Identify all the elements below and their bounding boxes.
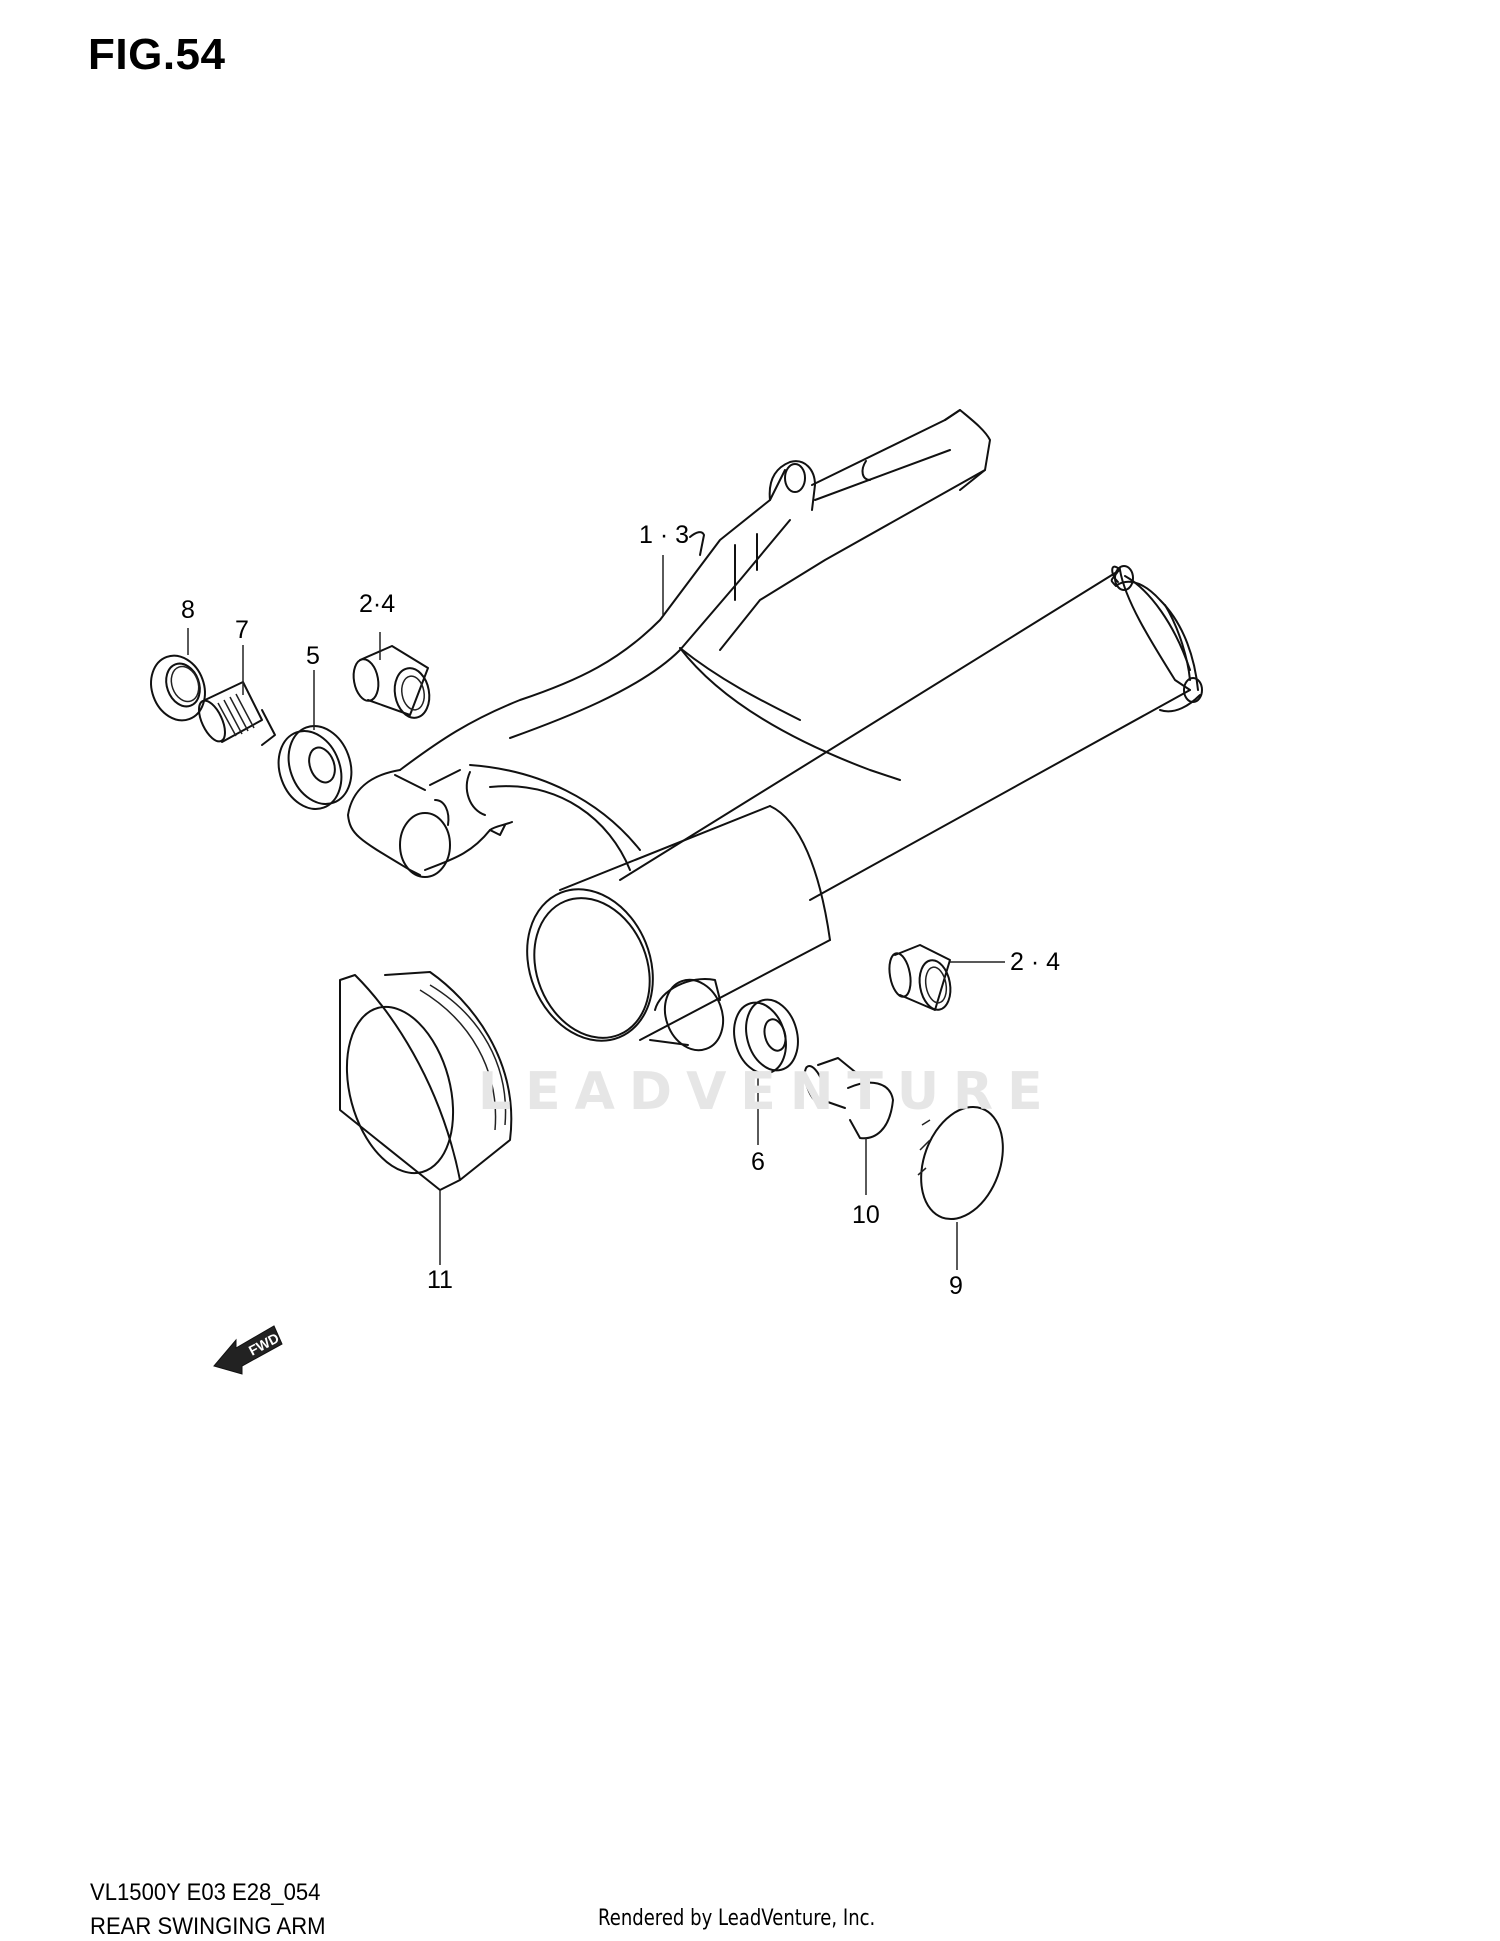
callout-1-3[interactable]: 1 · 3 xyxy=(639,521,690,549)
callout-9[interactable]: 9 xyxy=(949,1272,963,1300)
figure-name: REAR SWINGING ARM xyxy=(90,1913,326,1940)
part-9-cap xyxy=(917,1105,1004,1221)
part-8-lock-nut xyxy=(150,654,206,722)
watermark: LEADVENTURE xyxy=(478,1062,1057,1122)
part-7-threaded-shaft xyxy=(198,681,276,746)
callout-2-4-left[interactable]: 2·4 xyxy=(359,590,396,618)
callout-leaders xyxy=(187,555,1005,1270)
part-6-bearing xyxy=(733,998,799,1075)
callout-11[interactable]: 11 xyxy=(427,1266,453,1294)
part-5-bearing xyxy=(277,725,353,810)
fwd-arrow-icon: FWD xyxy=(213,1325,283,1375)
callout-5[interactable]: 5 xyxy=(306,642,320,670)
render-credit: Rendered by LeadVenture, Inc. xyxy=(598,1906,876,1931)
callout-7[interactable]: 7 xyxy=(235,616,249,644)
callout-6[interactable]: 6 xyxy=(751,1148,765,1176)
part-11-boot xyxy=(339,971,513,1191)
part-2-4-needle-bearing-left xyxy=(352,645,431,719)
part-2-4-needle-bearing-right xyxy=(888,944,952,1011)
swinging-arm xyxy=(347,409,1203,1052)
callout-10[interactable]: 10 xyxy=(852,1201,880,1229)
figure-code: VL1500Y E03 E28_054 xyxy=(90,1879,321,1906)
callout-2-4-right[interactable]: 2 · 4 xyxy=(1010,948,1061,976)
part-10-pivot-bolt xyxy=(803,1057,894,1140)
figure-title: FIG.54 xyxy=(88,30,226,79)
callout-8[interactable]: 8 xyxy=(181,596,195,624)
